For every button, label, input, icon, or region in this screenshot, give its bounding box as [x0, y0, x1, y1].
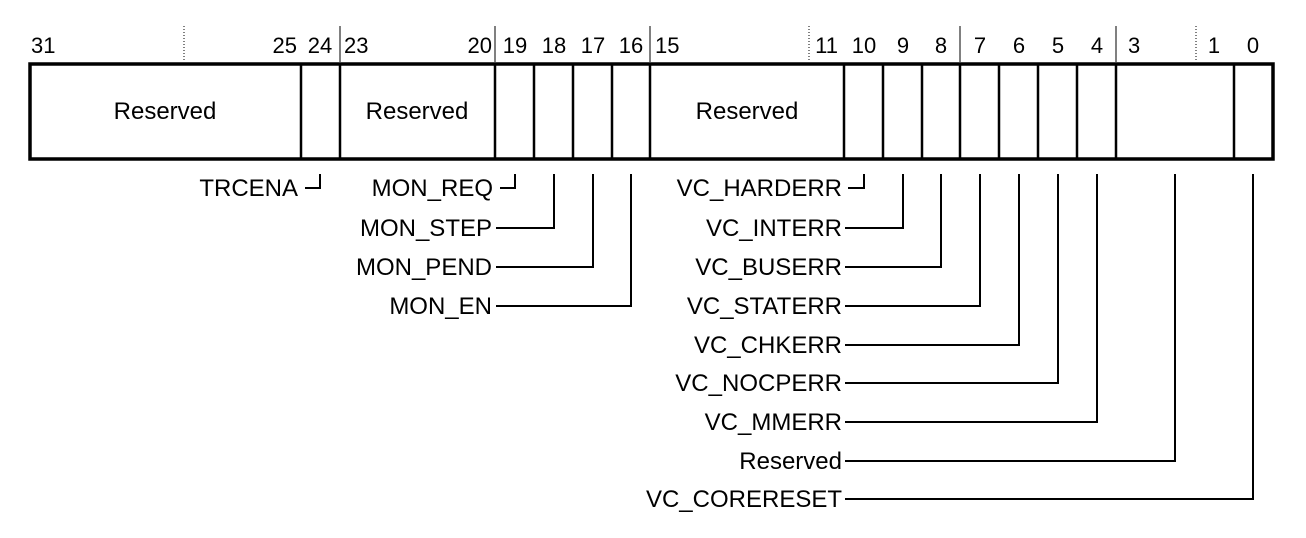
in-box-labels: Reserved Reserved Reserved	[114, 98, 799, 125]
leader-mon-en	[496, 174, 632, 307]
label-vc-nocperr: VC_NOCPERR	[675, 370, 842, 397]
leader-vc-staterr	[845, 174, 981, 307]
bit-number-31: 31	[31, 33, 55, 58]
label-vc-interr: VC_INTERR	[706, 215, 842, 242]
reserved-field-15-11: Reserved	[696, 98, 799, 125]
bit-number-25: 25	[273, 33, 297, 58]
bit-number-17: 17	[581, 33, 605, 58]
bit-number-10: 10	[852, 33, 876, 58]
bit-number-19: 19	[503, 33, 527, 58]
leader-vc-corereset	[845, 174, 1254, 500]
bit-number-15: 15	[655, 33, 679, 58]
field-dividers	[299, 64, 1236, 159]
bit-number-20: 20	[468, 33, 492, 58]
bit-number-5: 5	[1052, 33, 1064, 58]
leader-vc-mmerr	[845, 174, 1098, 423]
label-vc-corereset: VC_CORERESET	[646, 486, 842, 513]
leader-trcena	[305, 174, 321, 189]
label-mon-en: MON_EN	[389, 293, 492, 320]
label-vc-buserr: VC_BUSERR	[695, 254, 842, 281]
leader-vc-interr	[845, 174, 904, 229]
leader-vc-harderr	[848, 174, 865, 189]
label-vc-harderr: VC_HARDERR	[677, 175, 842, 202]
reserved-field-31-25: Reserved	[114, 98, 217, 125]
label-vc-mmerr: VC_MMERR	[705, 409, 842, 436]
bit-number-16: 16	[619, 33, 643, 58]
label-vc-chkerr: VC_CHKERR	[694, 332, 842, 359]
leader-vc-chkerr	[845, 174, 1020, 346]
bit-number-18: 18	[542, 33, 566, 58]
leader-lines	[305, 174, 1254, 500]
leader-mon-step	[496, 174, 555, 229]
register-box	[28, 62, 1275, 161]
bit-number-24: 24	[308, 33, 332, 58]
header-separators	[339, 26, 1117, 62]
leader-vc-buserr	[845, 174, 942, 268]
bit-number-4: 4	[1091, 33, 1103, 58]
bit-number-0: 0	[1247, 33, 1259, 58]
leader-mon-pend	[496, 174, 594, 268]
field-labels: TRCENA MON_REQ MON_STEP MON_PEND MON_EN …	[199, 175, 842, 513]
label-reserved-3-1: Reserved	[739, 448, 842, 475]
label-mon-step: MON_STEP	[360, 215, 492, 242]
bit-number-8: 8	[935, 33, 947, 58]
bit-number-9: 9	[897, 33, 909, 58]
bit-number-1: 1	[1208, 33, 1220, 58]
bit-number-23: 23	[344, 33, 368, 58]
bit-number-6: 6	[1013, 33, 1025, 58]
bit-numbers: 31 25 24 23 20 19 18 17 16 15 11 10 9 8 …	[31, 33, 1259, 58]
label-trcena: TRCENA	[199, 175, 298, 202]
bit-number-3: 3	[1128, 33, 1140, 58]
bit-number-7: 7	[974, 33, 986, 58]
leader-vc-nocperr	[845, 174, 1059, 384]
label-mon-req: MON_REQ	[372, 175, 493, 202]
label-mon-pend: MON_PEND	[356, 254, 492, 281]
leader-reserved-3-1	[845, 174, 1176, 462]
bit-number-11: 11	[815, 33, 838, 58]
leader-mon-req	[500, 174, 516, 189]
label-vc-staterr: VC_STATERR	[687, 293, 842, 320]
reserved-field-23-20: Reserved	[366, 98, 469, 125]
header-dotted-guides	[183, 26, 1197, 62]
